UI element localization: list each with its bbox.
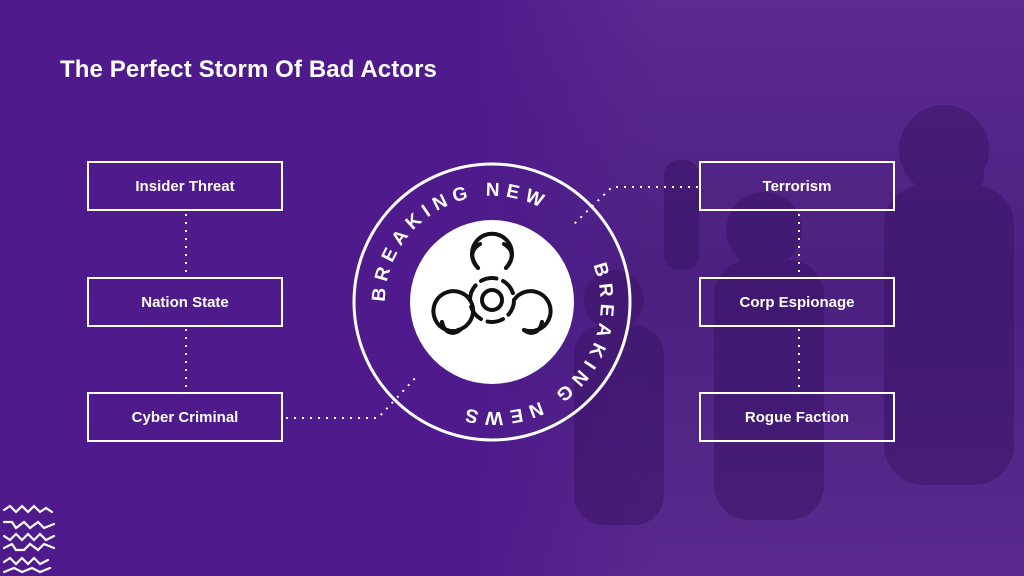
company-logo (0, 498, 80, 576)
